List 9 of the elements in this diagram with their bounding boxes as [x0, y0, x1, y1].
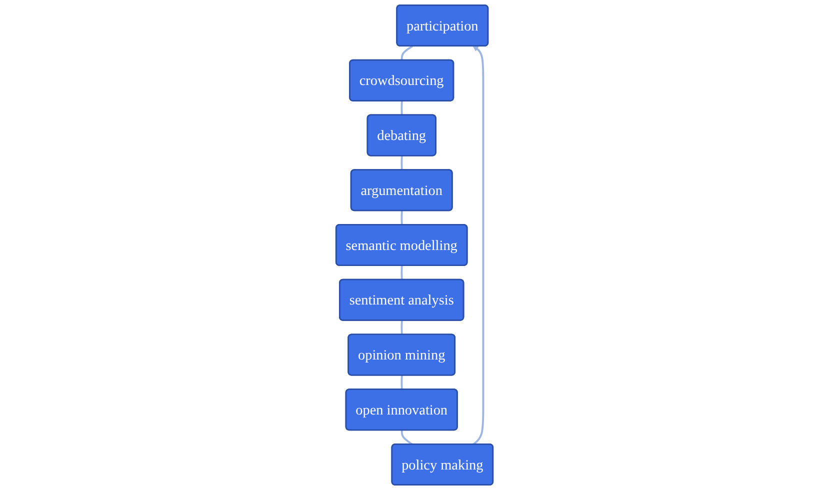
connector [400, 375, 403, 390]
connector [400, 430, 414, 446]
connector [400, 320, 403, 335]
arrow [472, 46, 484, 446]
connector [400, 45, 413, 60]
connector [400, 101, 403, 116]
connector [400, 156, 403, 170]
connector [400, 210, 403, 226]
connector [400, 266, 403, 280]
